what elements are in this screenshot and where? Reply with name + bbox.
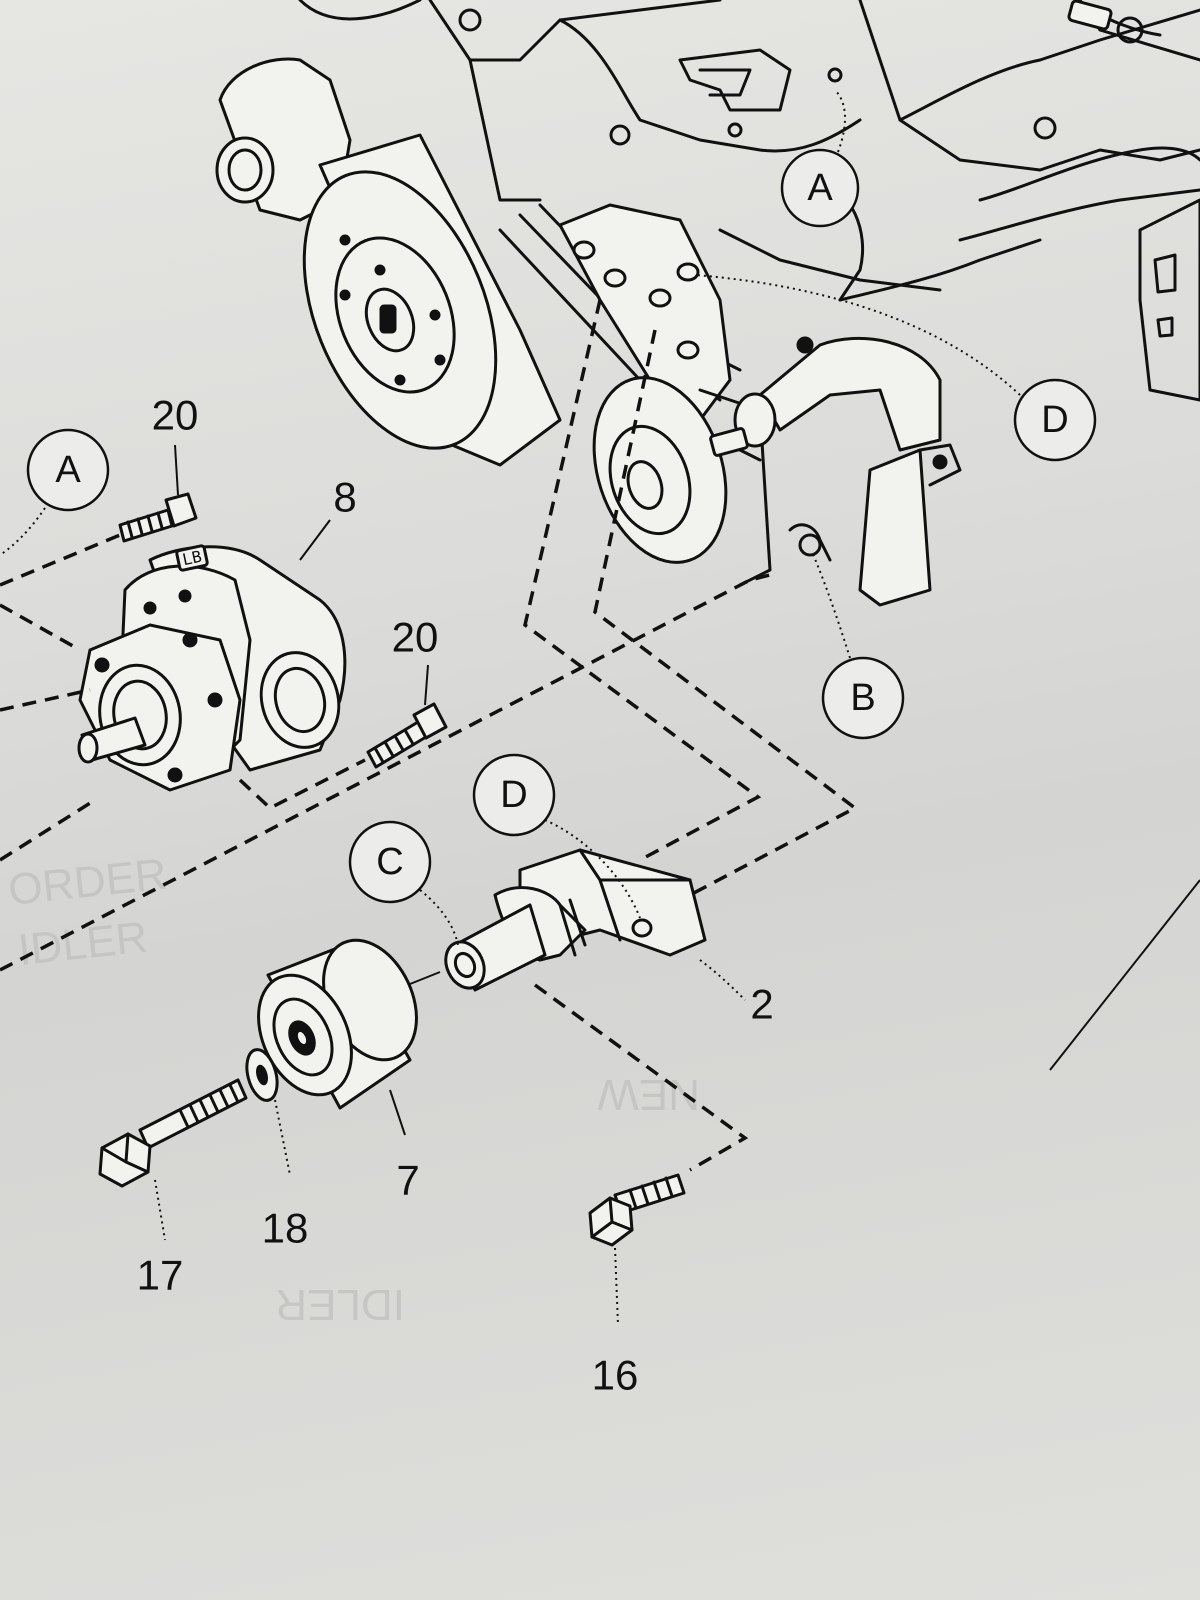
callout-a-left: A (26, 428, 110, 512)
part-number-bracket: 2 (750, 981, 773, 1028)
right-leader-line (1049, 879, 1200, 1071)
bolt-short-leader (614, 1247, 619, 1326)
bolt-17-long (98, 1078, 248, 1188)
callout-a-left-leader (0, 507, 46, 556)
callout-a-top: A (780, 148, 860, 228)
callout-c: C (348, 820, 432, 904)
callout-b-label: B (850, 677, 875, 719)
bolt-20-lower-leader (424, 664, 429, 706)
part-number-washer: 18 (262, 1205, 309, 1252)
callout-d-top: D (1013, 378, 1097, 462)
washer-leader (274, 1099, 291, 1176)
part-number-bolt-long: 17 (137, 1252, 184, 1299)
bolt-16-short (588, 1173, 686, 1247)
show-through-text-1: ORDER (6, 850, 169, 915)
callout-d-top-label: D (1041, 399, 1068, 441)
assembly-dash-lines (0, 299, 859, 1172)
show-through-text-4: NEW (597, 1070, 700, 1119)
show-through-text: ORDER IDLER IDLER NEW (6, 850, 700, 1329)
callout-a-left-label: A (55, 449, 81, 491)
callout-d-bracket-label: D (500, 774, 527, 816)
show-through-text-2: IDLER (16, 913, 150, 975)
callout-d-bracket: D (472, 753, 556, 837)
part-number-bolt-lower: 20 (392, 614, 439, 661)
callout-b-leader (811, 551, 851, 659)
upper-pulley (302, 133, 562, 467)
lower-engine-pulley (592, 376, 772, 587)
part-number-bolt-short: 16 (592, 1352, 639, 1399)
bracket-leader (699, 959, 746, 1001)
part-number-bolt-upper: 20 (152, 392, 199, 439)
pulley-leader (389, 1089, 406, 1136)
bolt-20-upper (118, 492, 198, 543)
part-number-pump: 8 (333, 474, 356, 521)
callout-b: B (821, 656, 905, 740)
pump-stamp-label: LB (181, 547, 204, 570)
callout-d-bracket-leader (544, 819, 641, 919)
engine-assembly (215, 0, 1200, 607)
bolt-long-leader (154, 1179, 166, 1241)
callout-d-top-leader (694, 274, 1021, 396)
bolt-20-upper-leader (174, 444, 179, 496)
bolt-20-lower (366, 702, 448, 769)
pump-leader (299, 519, 331, 561)
callout-c-leader (419, 889, 459, 946)
engine-mount-bracket (558, 203, 732, 422)
show-through-text-3: IDLER (275, 1280, 405, 1329)
pump-assembly: LB (77, 544, 347, 792)
callout-a-top-label: A (807, 167, 833, 209)
part-number-pulley: 7 (396, 1157, 419, 1204)
callout-c-label: C (376, 841, 403, 883)
idler-bracket (444, 848, 707, 992)
idler-pulley (257, 938, 418, 1110)
callout-a-top-leader (834, 89, 846, 153)
washer (245, 1048, 279, 1102)
